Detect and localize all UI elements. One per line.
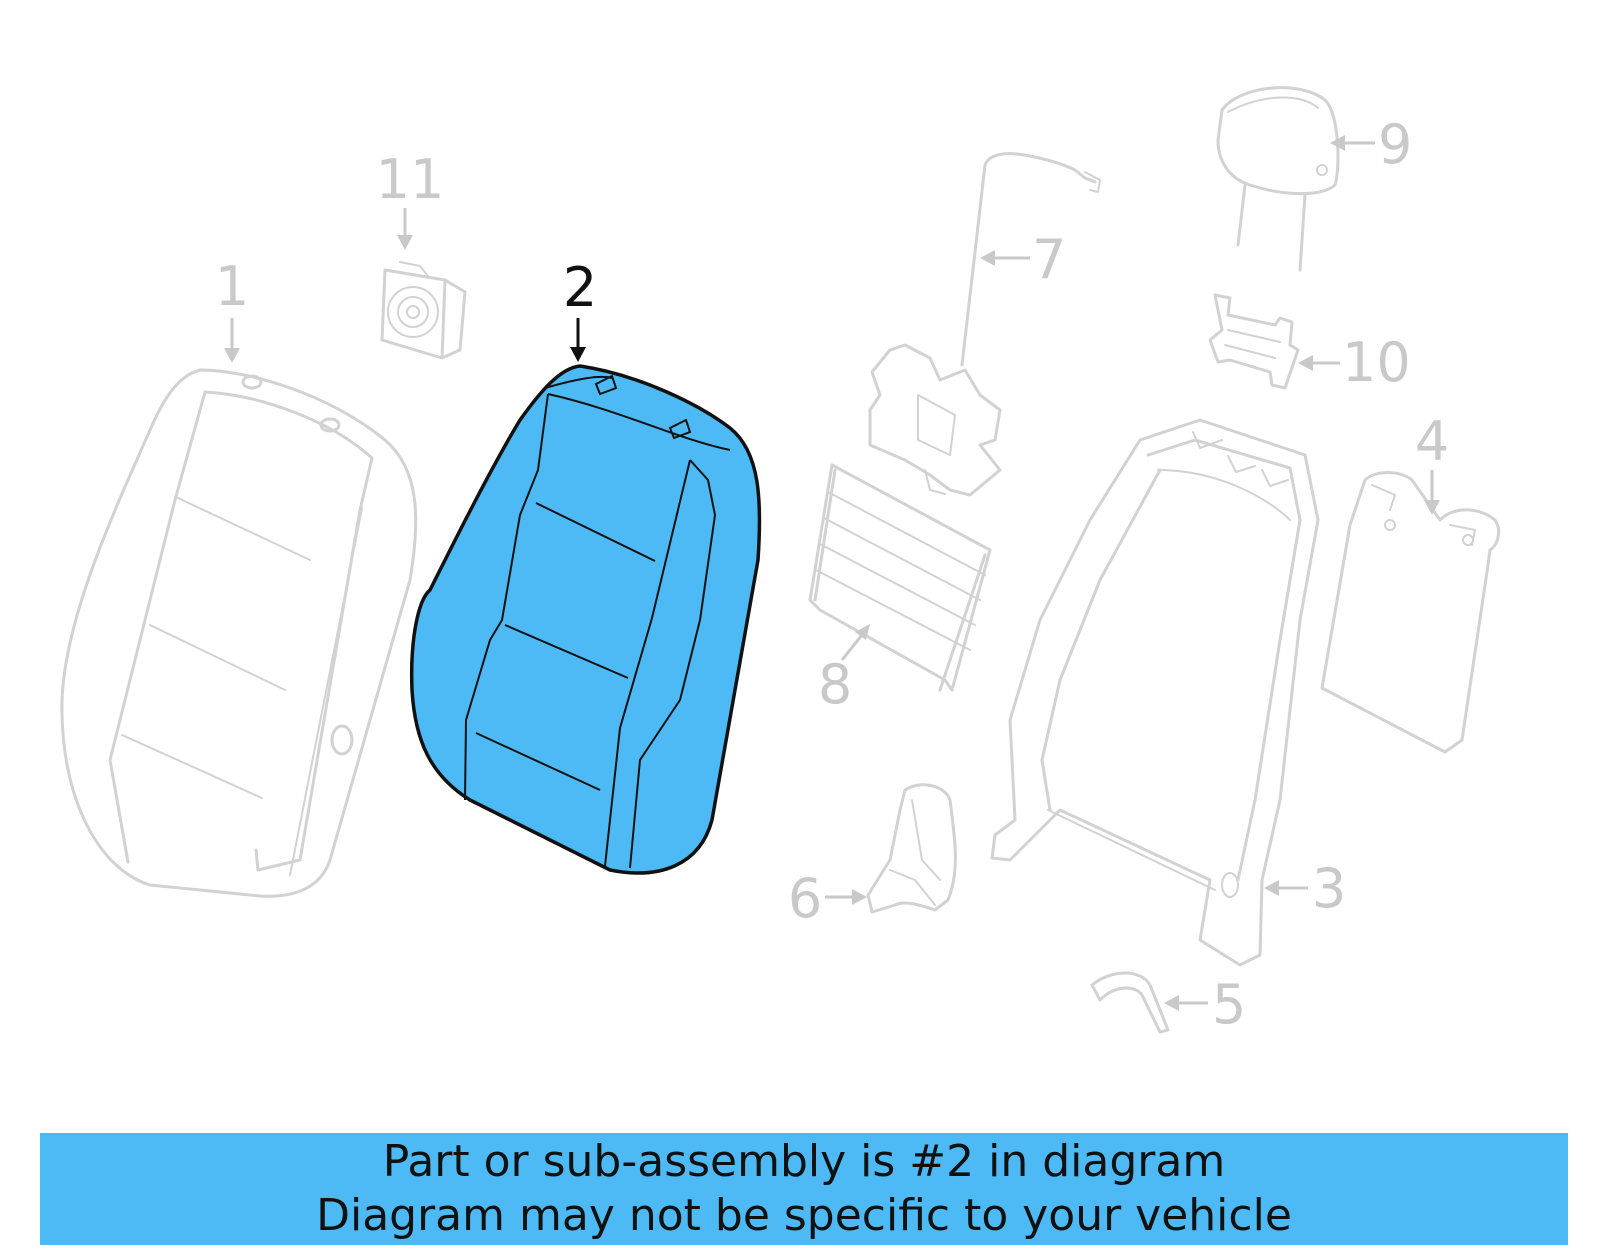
arrowhead-5 xyxy=(1164,995,1179,1011)
part-2-seat-back-cover[interactable] xyxy=(409,364,762,875)
part-4-back-panel[interactable] xyxy=(1320,471,1501,754)
arrowhead-8 xyxy=(855,624,870,640)
callout-1[interactable]: 1 xyxy=(215,255,249,318)
arrowhead-10 xyxy=(1298,355,1313,371)
part-8-lumbar-mat[interactable] xyxy=(808,463,992,692)
parts-diagram: 1 2 3 4 5 6 7 8 9 10 11 xyxy=(60,86,1501,1036)
callout-labels: 1 2 3 4 5 6 7 8 9 10 11 xyxy=(215,113,1449,1036)
part-3-seat-back-frame[interactable] xyxy=(990,418,1320,967)
arrowhead-9 xyxy=(1330,135,1345,151)
part-7-bracket-cable[interactable] xyxy=(868,152,1101,497)
callout-2[interactable]: 2 xyxy=(563,256,597,319)
callout-3[interactable]: 3 xyxy=(1312,857,1346,920)
banner-line-disclaimer: Diagram may not be specific to your vehi… xyxy=(316,1190,1292,1241)
part-1-seat-back-assembly[interactable] xyxy=(60,368,418,898)
arrowhead-3 xyxy=(1264,880,1279,896)
info-banner: Part or sub-assembly is #2 in diagram Di… xyxy=(40,1133,1568,1245)
callout-11[interactable]: 11 xyxy=(376,148,445,211)
arrowhead-4 xyxy=(1424,500,1440,515)
part-5-clip[interactable] xyxy=(1090,971,1170,1034)
leader-arrows xyxy=(224,135,1440,1011)
callout-5[interactable]: 5 xyxy=(1212,973,1246,1036)
callout-10[interactable]: 10 xyxy=(1342,331,1411,394)
part-6-side-trim[interactable] xyxy=(866,783,957,914)
callout-7[interactable]: 7 xyxy=(1032,228,1066,291)
callout-4[interactable]: 4 xyxy=(1415,410,1449,473)
arrowhead-2 xyxy=(570,347,586,362)
arrowhead-6 xyxy=(852,889,867,905)
callout-6[interactable]: 6 xyxy=(788,867,822,930)
part-10-guide[interactable] xyxy=(1208,293,1300,390)
banner-line-part: Part or sub-assembly is #2 in diagram xyxy=(382,1136,1226,1187)
part-11-fan[interactable] xyxy=(380,261,467,360)
callout-9[interactable]: 9 xyxy=(1378,113,1412,176)
callout-8[interactable]: 8 xyxy=(818,653,852,716)
arrowhead-7 xyxy=(980,250,995,266)
part-9-headrest[interactable] xyxy=(1216,86,1340,272)
leader-8 xyxy=(840,634,864,661)
arrowhead-1 xyxy=(224,348,240,363)
part-2-fill xyxy=(409,364,762,875)
arrowhead-11 xyxy=(397,235,413,250)
